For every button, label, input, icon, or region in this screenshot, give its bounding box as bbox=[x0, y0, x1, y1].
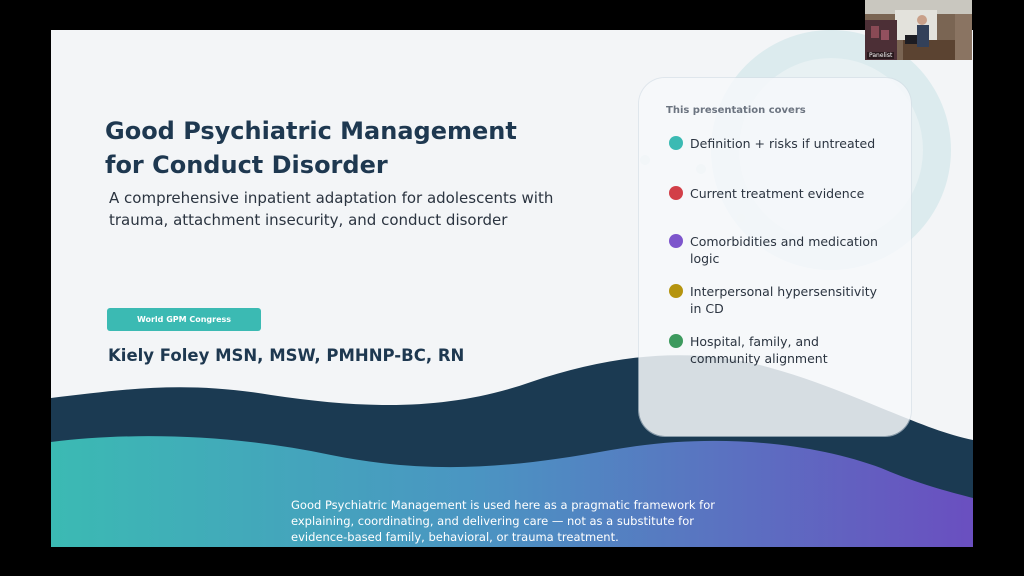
bullet-dot bbox=[669, 136, 683, 150]
presenter-name: Kiely Foley MSN, MSW, PMHNP-BC, RN bbox=[108, 346, 465, 365]
contents-item-label: Definition + risks if untreated bbox=[690, 135, 890, 152]
webcam-thumbnail[interactable]: Panelist bbox=[865, 0, 972, 60]
footnote-line: explaining, coordinating, and delivering… bbox=[291, 514, 694, 528]
contents-item-label: Hospital, family, and community alignmen… bbox=[690, 333, 890, 367]
footnote-line: evidence-based family, behavioral, or tr… bbox=[291, 530, 619, 544]
contents-item-line: in CD bbox=[690, 301, 724, 316]
contents-item-line: Comorbidities and medication bbox=[690, 234, 878, 249]
slide: Good Psychiatric Management for Conduct … bbox=[51, 30, 973, 547]
bullet-dot bbox=[669, 284, 683, 298]
webcam-label: Panelist bbox=[867, 52, 895, 59]
congress-badge: World GPM Congress bbox=[107, 308, 261, 331]
contents-item-label: Current treatment evidence bbox=[690, 185, 890, 202]
slide-title-line: Good Psychiatric Management bbox=[105, 117, 517, 145]
slide-title-line: for Conduct Disorder bbox=[105, 151, 388, 179]
contents-item-line: Current treatment evidence bbox=[690, 186, 865, 201]
contents-item-line: Hospital, family, and bbox=[690, 334, 819, 349]
webcam-video bbox=[865, 0, 972, 60]
bullet-dot bbox=[669, 234, 683, 248]
slide-title: Good Psychiatric Management for Conduct … bbox=[105, 114, 585, 182]
slide-subtitle-line: trauma, attachment insecurity, and condu… bbox=[109, 211, 508, 229]
slide-subtitle-line: A comprehensive inpatient adaptation for… bbox=[109, 189, 554, 207]
contents-card: This presentation covers Definition + ri… bbox=[639, 78, 911, 436]
contents-heading: This presentation covers bbox=[666, 105, 806, 116]
slide-footnote: Good Psychiatric Management is used here… bbox=[291, 497, 731, 545]
footnote-line: Good Psychiatric Management is used here… bbox=[291, 498, 715, 512]
contents-item-line: community alignment bbox=[690, 351, 828, 366]
contents-item-line: Definition + risks if untreated bbox=[690, 136, 876, 151]
contents-item-label: Comorbidities and medication logic bbox=[690, 233, 890, 267]
bullet-dot bbox=[669, 186, 683, 200]
contents-item-line: Interpersonal hypersensitivity bbox=[690, 284, 878, 299]
bullet-dot bbox=[669, 334, 683, 348]
wave-gradient bbox=[51, 436, 973, 547]
contents-item-label: Interpersonal hypersensitivity in CD bbox=[690, 283, 890, 317]
contents-item-line: logic bbox=[690, 251, 720, 266]
slide-subtitle: A comprehensive inpatient adaptation for… bbox=[109, 187, 579, 231]
